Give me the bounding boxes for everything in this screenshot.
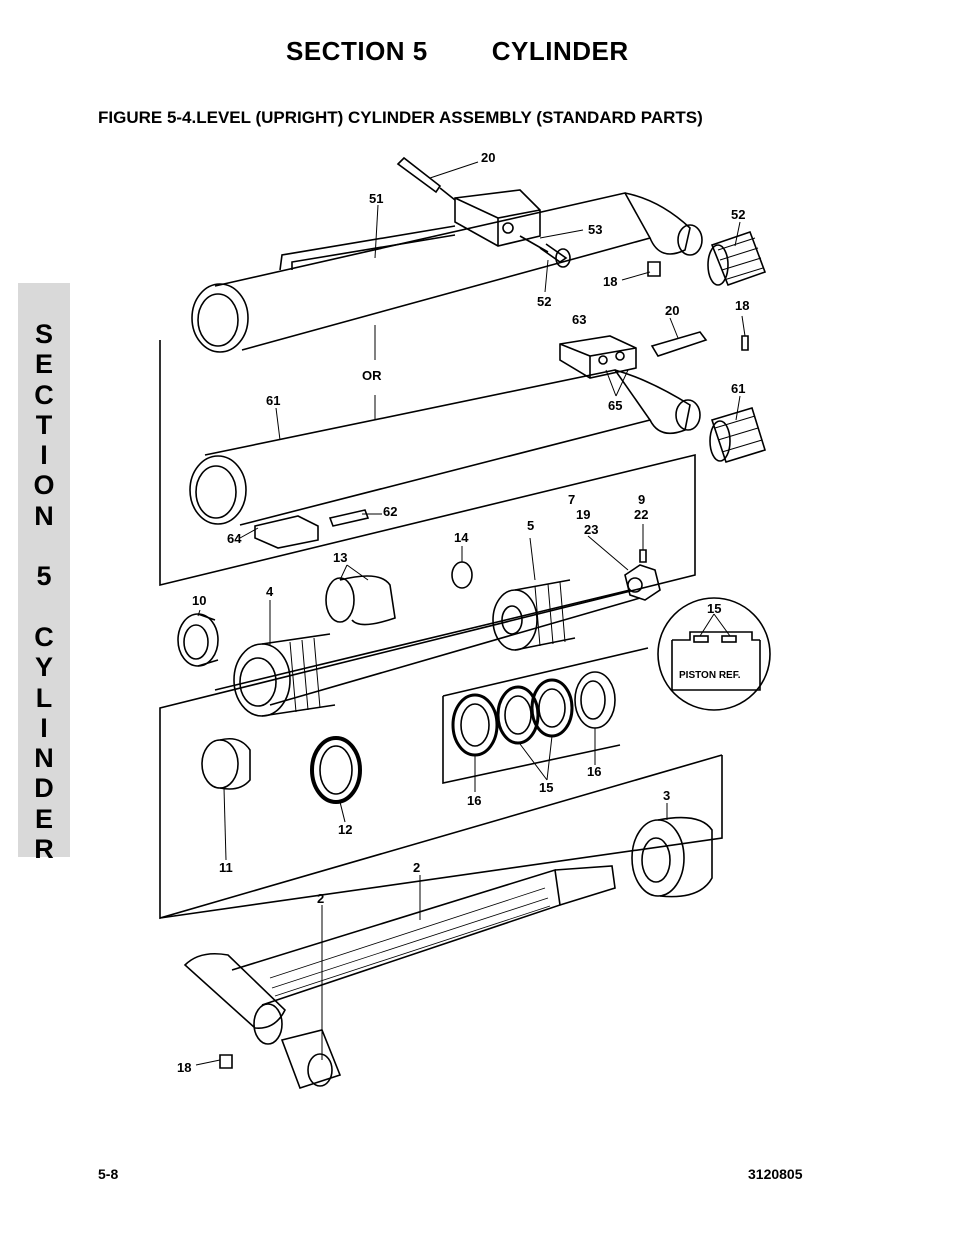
callout-15-detail: 15 xyxy=(707,601,721,616)
rod-axis xyxy=(214,589,641,706)
tab-letter: E xyxy=(34,803,53,834)
callout-20-mid: 20 xyxy=(665,303,679,318)
side-tab-letters: S E C T I O N 5 C Y L I N D E R xyxy=(18,319,70,864)
callout-52-right: 52 xyxy=(731,207,745,222)
callout-5: 5 xyxy=(527,518,534,533)
bushing-61 xyxy=(709,407,767,463)
nut-7 xyxy=(624,564,661,601)
section-name: CYLINDER xyxy=(491,36,629,66)
gland-3 xyxy=(631,816,713,898)
callout-14: 14 xyxy=(454,530,469,545)
callout-23: 23 xyxy=(584,522,598,537)
callout-13: 13 xyxy=(333,550,347,565)
seal-15-a xyxy=(496,685,540,745)
fitting-20-mid xyxy=(650,331,708,357)
piston-ref-label: PISTON REF. xyxy=(679,670,741,681)
manifold-block-63 xyxy=(559,335,637,379)
callout-18-top: 18 xyxy=(603,274,617,289)
wiper-10 xyxy=(177,613,219,667)
callout-12: 12 xyxy=(338,822,352,837)
grease-fitting-18 xyxy=(647,261,661,277)
tab-letter: T xyxy=(35,409,53,440)
head-4 xyxy=(233,633,336,717)
rod-2 xyxy=(183,865,616,1045)
callout-10: 10 xyxy=(192,593,206,608)
callout-62: 62 xyxy=(383,504,397,519)
callout-2-bushing: 2 xyxy=(317,891,324,906)
section-header: SECTION 5 CYLINDER xyxy=(286,36,629,67)
seal-12 xyxy=(310,736,362,804)
tab-letter: L xyxy=(35,682,53,713)
seal-frame xyxy=(442,647,649,784)
section-number: SECTION 5 xyxy=(286,36,428,66)
figure-title: FIGURE 5-4.LEVEL (UPRIGHT) CYLINDER ASSE… xyxy=(98,108,703,127)
callout-9: 9 xyxy=(638,492,645,507)
tab-letter: I xyxy=(40,440,48,471)
barrel-51-eye xyxy=(677,224,703,256)
document-number: 3120805 xyxy=(748,1166,803,1182)
manifold-block-top xyxy=(454,189,541,247)
callout-22: 22 xyxy=(634,507,648,522)
callout-51: 51 xyxy=(369,191,383,206)
callout-2-rod: 2 xyxy=(413,860,420,875)
callout-16-right: 16 xyxy=(587,764,601,779)
assembly-frame xyxy=(159,340,723,920)
tab-letter: D xyxy=(34,773,54,804)
tab-letter: E xyxy=(34,349,53,380)
callout-18-lower: 18 xyxy=(177,1060,191,1075)
barrel-51 xyxy=(191,192,691,353)
callout-or: OR xyxy=(362,368,382,383)
callout-64: 64 xyxy=(227,531,242,546)
callout-11: 11 xyxy=(219,860,233,875)
tab-letter: C xyxy=(34,379,54,410)
callout-61-bushing: 61 xyxy=(731,381,745,396)
fitting-20-top xyxy=(396,156,456,201)
callout-15-seals: 15 xyxy=(539,780,553,795)
callout-19: 19 xyxy=(576,507,590,522)
setscrew-22 xyxy=(639,549,647,563)
page-number: 5-8 xyxy=(98,1166,119,1182)
section-side-tab: S E C T I O N 5 C Y L I N D E R xyxy=(18,283,70,864)
seal-16-right xyxy=(574,671,616,729)
bushing-2-lower xyxy=(280,1029,342,1089)
callout-61-barrel: 61 xyxy=(266,393,280,408)
leader-lines xyxy=(195,161,746,1066)
grease-fitting-18-lower xyxy=(219,1054,233,1069)
o-ring-14 xyxy=(451,561,473,589)
bearing-13 xyxy=(325,575,396,626)
piston-ref-detail xyxy=(657,597,771,711)
plug-53 xyxy=(519,235,571,268)
barrel-61 xyxy=(189,369,701,526)
callout-3: 3 xyxy=(663,788,670,803)
tab-letter: I xyxy=(40,712,48,743)
tab-letter: Y xyxy=(34,652,53,683)
bushing-11 xyxy=(201,737,251,790)
callout-4: 4 xyxy=(266,584,274,599)
tab-letter: C xyxy=(34,621,54,652)
callout-7: 7 xyxy=(568,492,575,507)
callout-63: 63 xyxy=(572,312,586,327)
callout-65: 65 xyxy=(608,398,622,413)
grease-fitting-18-mid xyxy=(741,335,749,351)
tab-letter: N xyxy=(34,743,54,774)
tab-letter: 5 xyxy=(36,561,52,592)
seal-16-left xyxy=(451,693,499,757)
callout-18-mid: 18 xyxy=(735,298,749,313)
assembly-frame-lower xyxy=(159,755,723,919)
piston-5 xyxy=(492,579,576,651)
callout-16-left: 16 xyxy=(467,793,481,808)
callout-20-top: 20 xyxy=(481,150,495,165)
block-64 xyxy=(254,509,370,549)
tab-letter: O xyxy=(33,470,55,501)
tab-letter: S xyxy=(34,319,53,349)
tab-letter: R xyxy=(34,834,54,865)
callout-52-lower: 52 xyxy=(537,294,551,309)
callout-53: 53 xyxy=(588,222,602,237)
tab-letter: N xyxy=(34,500,54,531)
